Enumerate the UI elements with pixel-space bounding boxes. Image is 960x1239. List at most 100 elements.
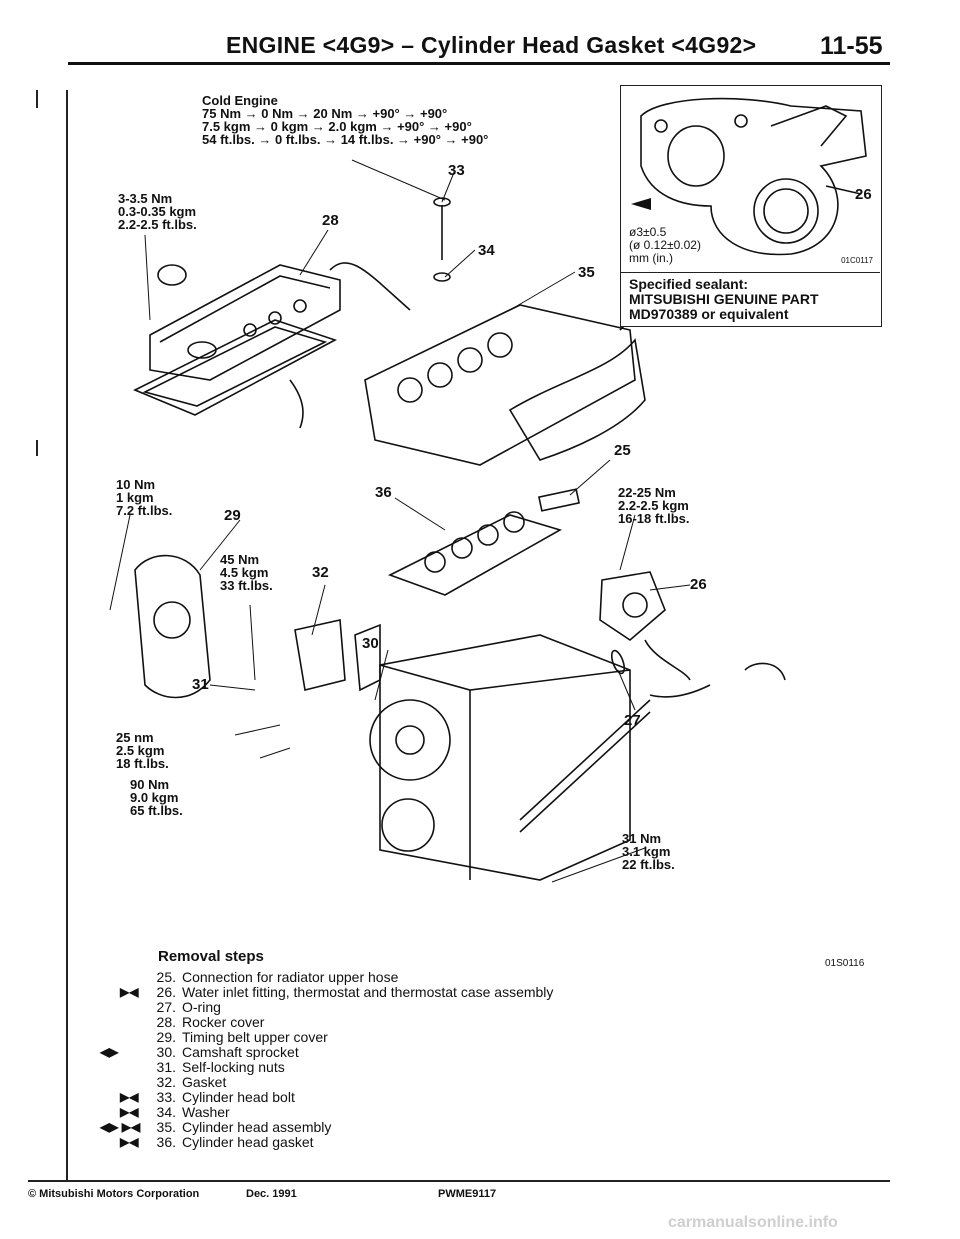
torque-value: 4.5 kgm — [220, 565, 269, 580]
step-text: Cylinder head gasket — [182, 1134, 314, 1150]
dimension-line: (ø 0.12±0.02) — [629, 238, 701, 252]
page-footer: © Mitsubishi Motors Corporation Dec. 199… — [0, 1180, 960, 1210]
step-text: Connection for radiator upper hose — [182, 969, 399, 985]
part-number-25: 25 — [614, 442, 631, 459]
inset-figure-code: 01C0117 — [841, 256, 873, 265]
dimension-line: ø3±0.5 — [629, 225, 667, 239]
part-number-27: 27 — [624, 712, 641, 729]
footer-date: Dec. 1991 — [246, 1188, 297, 1200]
step-text: O-ring — [182, 999, 221, 1015]
part-number-32: 32 — [312, 564, 329, 581]
torque-value: 31 Nm — [622, 831, 662, 846]
service-mark: ▶◀ — [120, 1105, 139, 1119]
service-mark: ▶◀ — [120, 1090, 139, 1104]
part-number-35: 35 — [578, 264, 595, 281]
page-number: 11-55 — [820, 32, 883, 60]
cold-engine-line: 7.5 kgm → 0 kgm → 2.0 kgm → +90° → +90° — [202, 119, 472, 134]
footer-copyright: © Mitsubishi Motors Corporation — [28, 1188, 200, 1200]
step-number: 30. — [156, 1044, 176, 1060]
torque-bolt-c: 31 Nm 3.1 kgm 22 ft.lbs. — [622, 832, 675, 871]
torque-value: 25 nm — [116, 730, 154, 745]
watermark: carmanualsonline.info — [668, 1214, 838, 1231]
step-number: 25. — [156, 969, 176, 985]
page-title: ENGINE <4G9> – Cylinder Head Gasket <4G9… — [226, 32, 757, 58]
torque-value: 2.2-2.5 ft.lbs. — [118, 217, 197, 232]
step-number: 27. — [156, 999, 176, 1015]
part-number-29: 29 — [224, 507, 241, 524]
part-number-26: 26 — [690, 576, 707, 593]
step-text: Timing belt upper cover — [182, 1029, 328, 1045]
torque-value: 7.2 ft.lbs. — [116, 503, 173, 518]
footer-code: PWME9117 — [438, 1188, 497, 1200]
sealant-line: Specified sealant: — [629, 276, 749, 292]
margin-mark — [36, 90, 38, 108]
dimension-line: mm (in.) — [629, 251, 673, 265]
sealant-line: MITSUBISHI GENUINE PART — [629, 291, 819, 307]
step-text: Cylinder head bolt — [182, 1089, 295, 1105]
torque-value: 45 Nm — [220, 552, 260, 567]
torque-value: 10 Nm — [116, 477, 156, 492]
part-number-30: 30 — [362, 635, 379, 652]
step-text: Gasket — [182, 1074, 227, 1090]
step-number: 31. — [156, 1059, 176, 1075]
torque-value: 2.5 kgm — [116, 743, 165, 758]
page-header: ENGINE <4G9> – Cylinder Head Gasket <4G9… — [0, 28, 960, 68]
sealant-line: MD970389 or equivalent — [629, 306, 789, 322]
figure-code: 01S0116 — [825, 958, 865, 969]
removal-steps-title: Removal steps — [158, 948, 264, 965]
torque-bolt-a: 25 nm 2.5 kgm 18 ft.lbs. — [116, 731, 169, 770]
service-mark: ◀▶ ▶◀ — [100, 1120, 141, 1134]
margin-mark — [36, 440, 38, 456]
torque-value: 3-3.5 Nm — [118, 191, 173, 206]
cold-engine-line: 75 Nm → 0 Nm → 20 Nm → +90° → +90° — [202, 106, 448, 121]
cold-engine-line: 54 ft.lbs. → 0 ft.lbs. → 14 ft.lbs. → +9… — [202, 132, 489, 147]
torque-value: 3.1 kgm — [622, 844, 671, 859]
torque-value: 16-18 ft.lbs. — [618, 511, 690, 526]
part-number-28: 28 — [322, 212, 339, 229]
step-text: Self-locking nuts — [182, 1059, 285, 1075]
step-number: 33. — [156, 1089, 176, 1105]
torque-bolt-b: 90 Nm 9.0 kgm 65 ft.lbs. — [130, 778, 183, 817]
sealant-inset: 26 ø3±0.5 (ø 0.12±0.02) mm (in.) 01C0117… — [620, 85, 882, 327]
step-number: 36. — [156, 1134, 176, 1150]
step-text: Washer — [182, 1104, 230, 1120]
torque-value: 22 ft.lbs. — [622, 857, 675, 872]
part-number-36: 36 — [375, 484, 392, 501]
torque-timing-cover: 10 Nm 1 kgm 7.2 ft.lbs. — [116, 478, 172, 517]
bead-diameter-spec: ø3±0.5 (ø 0.12±0.02) mm (in.) — [629, 226, 701, 265]
step-number: 26. — [156, 984, 176, 1000]
torque-rocker-cover: 3-3.5 Nm 0.3-0.35 kgm 2.2-2.5 ft.lbs. — [118, 192, 197, 231]
step-text: Rocker cover — [182, 1014, 265, 1030]
step-number: 35. — [156, 1119, 176, 1135]
torque-value: 90 Nm — [130, 777, 170, 792]
step-number: 29. — [156, 1029, 176, 1045]
step-number: 32. — [156, 1074, 176, 1090]
exploded-diagram: Cold Engine 75 Nm → 0 Nm → 20 Nm → +90° … — [90, 80, 890, 969]
engine-drawing — [109, 159, 786, 883]
margin-rule — [66, 90, 68, 1180]
service-mark: ◀▶ — [100, 1045, 119, 1059]
service-mark: ▶◀ — [120, 985, 139, 999]
cold-engine-title: Cold Engine — [202, 93, 278, 108]
part-number-31: 31 — [192, 676, 209, 693]
footer-rule — [28, 1180, 890, 1182]
step-text: Water inlet fitting, thermostat and ther… — [182, 984, 554, 1000]
step-number: 28. — [156, 1014, 176, 1030]
header-rule — [68, 62, 890, 65]
torque-value: 0.3-0.35 kgm — [118, 204, 197, 219]
torque-sprocket: 45 Nm 4.5 kgm 33 ft.lbs. — [220, 553, 273, 592]
step-number: 34. — [156, 1104, 176, 1120]
inset-part-number-26: 26 — [855, 186, 872, 203]
torque-value: 22-25 Nm — [618, 485, 676, 500]
step-text: Cylinder head assembly — [182, 1119, 332, 1135]
part-number-33: 33 — [448, 162, 465, 179]
torque-value: 2.2-2.5 kgm — [618, 498, 689, 513]
sealant-spec: Specified sealant: MITSUBISHI GENUINE PA… — [621, 272, 880, 326]
cold-engine-spec: Cold Engine 75 Nm → 0 Nm → 20 Nm → +90° … — [202, 94, 488, 146]
part-number-34: 34 — [478, 242, 495, 259]
torque-value: 1 kgm — [116, 490, 154, 505]
torque-value: 9.0 kgm — [130, 790, 179, 805]
torque-value: 65 ft.lbs. — [130, 803, 183, 818]
thermostat-housing-drawing — [631, 97, 867, 256]
torque-value: 33 ft.lbs. — [220, 578, 273, 593]
